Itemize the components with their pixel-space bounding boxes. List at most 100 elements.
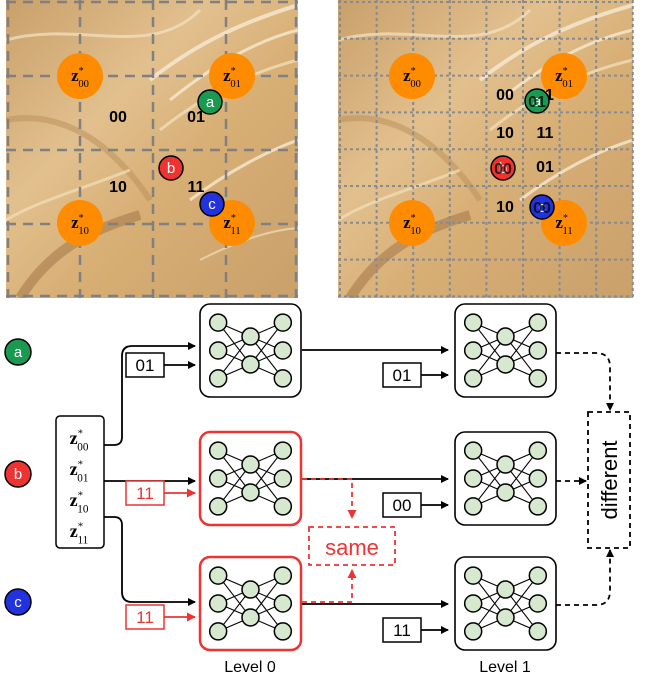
network-level1-a <box>454 303 557 398</box>
network-level0-c-node <box>273 622 293 641</box>
network-level0-a-node <box>208 369 228 388</box>
input-point-b <box>4 460 32 488</box>
network-level1-c-node <box>463 566 483 585</box>
network-level1-a-node <box>463 341 483 360</box>
level1-code-0-box <box>382 362 422 388</box>
network-level1-c-node <box>463 594 483 613</box>
left-region-code-10: 10 <box>109 179 127 196</box>
input-point-a-label: a <box>14 344 23 361</box>
network-level1-a-node <box>528 313 548 332</box>
right-region-code-10-5: 10 <box>496 199 514 216</box>
network-level1-b-node <box>496 483 515 502</box>
level0-label: Level 0 <box>224 659 276 676</box>
level-arrows <box>302 346 449 608</box>
network-level0-b-node <box>273 469 293 488</box>
network-level1-b-node <box>528 469 548 488</box>
network-level0-c-node <box>273 594 293 613</box>
network-level0-a-node <box>241 355 260 374</box>
right-point-b-label: b <box>499 160 507 177</box>
same-label: same <box>325 535 379 560</box>
different-comparison <box>556 352 631 606</box>
input-point-a <box>4 338 32 366</box>
right-point-b-code-overlay: 00 <box>494 161 512 178</box>
network-level1-b-node <box>463 441 483 460</box>
left-point-a <box>197 89 223 115</box>
latent-stack-z11: z*11 <box>70 520 88 546</box>
network-level0-a-node <box>241 327 260 346</box>
left-region-code-11: 11 <box>188 179 205 196</box>
network-level0-b-node <box>241 483 260 502</box>
latent-stack-z10: z*10 <box>70 489 89 515</box>
left-latent-z10-circle <box>57 200 103 246</box>
network-level0-a-node <box>273 369 293 388</box>
left-point-b <box>158 155 184 181</box>
network-level0-b-node <box>241 455 260 474</box>
stack-connectors <box>104 342 196 606</box>
left-latent-z00-label: z*00 <box>71 66 89 90</box>
network-level0-c-node <box>208 622 228 641</box>
right-latent-z11-label: z*11 <box>555 213 572 237</box>
network-level1-a-node <box>496 355 515 374</box>
input-point-c-label: c <box>14 594 22 611</box>
network-level0-b-node <box>208 441 228 460</box>
network-level0-a-node <box>208 341 228 360</box>
right-point-a-label: a <box>533 93 542 110</box>
network-level1-b-node <box>496 455 515 474</box>
right-region-code-10-2: 10 <box>496 125 514 142</box>
network-level1-a-node <box>463 369 483 388</box>
network-level0-a <box>199 303 302 398</box>
network-level1-b-node <box>528 497 548 516</box>
left-region-code-01: 01 <box>187 109 205 126</box>
right-latent-z00-label: z*00 <box>403 66 421 90</box>
network-level1-b-node <box>528 441 548 460</box>
level1-code-1-box <box>382 492 422 518</box>
network-level0-a-node <box>273 341 293 360</box>
same-comparison <box>302 478 396 603</box>
network-level1-c-node <box>463 622 483 641</box>
level1-code-1-text: 00 <box>393 496 412 515</box>
right-point-b <box>490 155 516 181</box>
input-point-c <box>4 588 32 616</box>
network-level1-c-node <box>528 594 548 613</box>
network-level1-b-node <box>463 469 483 488</box>
network-level1-c-node <box>496 608 515 627</box>
right-grid <box>338 0 634 298</box>
latent-stack-z00: z*00 <box>70 427 89 453</box>
network-level0-c <box>198 555 303 652</box>
right-latent-z10-circle <box>389 200 435 246</box>
level0-code-2-text: 11 <box>136 608 154 627</box>
level1-code-0-text: 01 <box>393 366 412 385</box>
network-level0-c-node <box>208 594 228 613</box>
left-region-code-00: 00 <box>109 109 127 126</box>
network-level1-b <box>454 431 557 526</box>
right-region-code-01-4: 01 <box>536 159 554 176</box>
left-point-c <box>199 191 225 217</box>
level0-code-2-box <box>125 604 165 630</box>
different-label: different <box>597 440 622 519</box>
network-level1-c-node <box>496 580 515 599</box>
right-point-c-code-overlay: 00 <box>533 200 551 217</box>
network-level0-c-node <box>208 566 228 585</box>
network-level0-b-node <box>208 469 228 488</box>
network-level1-c-node <box>528 622 548 641</box>
level1-code-2-box <box>382 617 422 643</box>
network-level1-a-node <box>496 327 515 346</box>
network-level1-a-node <box>528 369 548 388</box>
network-level1-a-node <box>528 341 548 360</box>
level1-code-2-text: 11 <box>393 621 411 640</box>
right-region-code-00-0: 00 <box>496 87 514 104</box>
network-level0-a-node <box>208 313 228 332</box>
network-level0-b-node <box>208 497 228 516</box>
right-latent-z01-label: z*01 <box>555 66 573 90</box>
left-latent-z11-label: z*11 <box>223 213 240 237</box>
level0-code-0-text: 01 <box>136 356 155 375</box>
left-point-c-label: c <box>208 196 216 213</box>
left-point-a-label: a <box>206 94 215 111</box>
right-latent-z10-label: z*10 <box>403 213 421 237</box>
level1-label: Level 1 <box>479 659 531 676</box>
right-point-c <box>529 194 555 220</box>
